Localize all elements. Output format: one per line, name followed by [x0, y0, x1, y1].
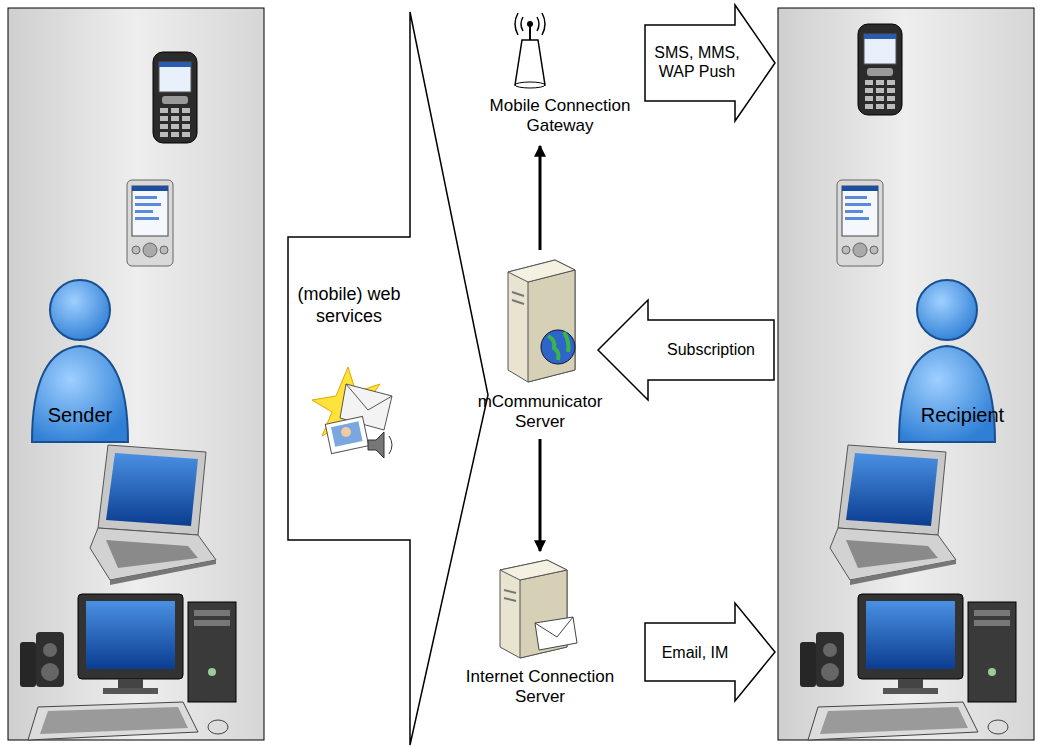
server-node: mCommunicator Server — [470, 252, 610, 437]
connector-arrow — [539, 146, 542, 250]
server-node: Internet Connection Server — [455, 555, 625, 720]
phone-icon — [858, 24, 902, 115]
media-icon — [312, 367, 392, 458]
laptop-icon — [90, 445, 216, 585]
node-label: Subscription — [648, 340, 774, 359]
node-label: Mobile Connection Gateway — [470, 96, 650, 137]
block-arrow: Email, IM — [645, 603, 777, 701]
node-label: Sender — [25, 403, 135, 427]
phone-icon — [153, 52, 197, 143]
node-label: SMS, MMS, WAP Push — [649, 43, 745, 81]
block-arrow — [288, 12, 488, 745]
desktop-icon — [20, 594, 236, 740]
block-arrow: SMS, MMS, WAP Push — [645, 5, 777, 123]
recipient-panel — [778, 8, 1034, 740]
desktop-icon — [800, 594, 1016, 740]
node-label: Internet Connection Server — [455, 667, 625, 708]
person-node: Recipient — [895, 270, 1030, 445]
node-label: Email, IM — [645, 643, 745, 662]
gateway-node: Mobile Connection Gateway — [470, 10, 650, 142]
block-arrow: Subscription — [598, 300, 776, 400]
person-node: Sender — [25, 270, 135, 445]
connector-arrow — [539, 439, 542, 551]
node-label: (mobile) web services — [288, 284, 410, 327]
node-label: Recipient — [895, 403, 1030, 427]
pda-icon — [837, 180, 883, 266]
sender-panel — [8, 8, 264, 740]
block-arrow: (mobile) web services — [288, 12, 488, 745]
pda-icon — [127, 180, 173, 266]
node-label: mCommunicator Server — [470, 392, 610, 433]
laptop-icon — [830, 445, 956, 585]
